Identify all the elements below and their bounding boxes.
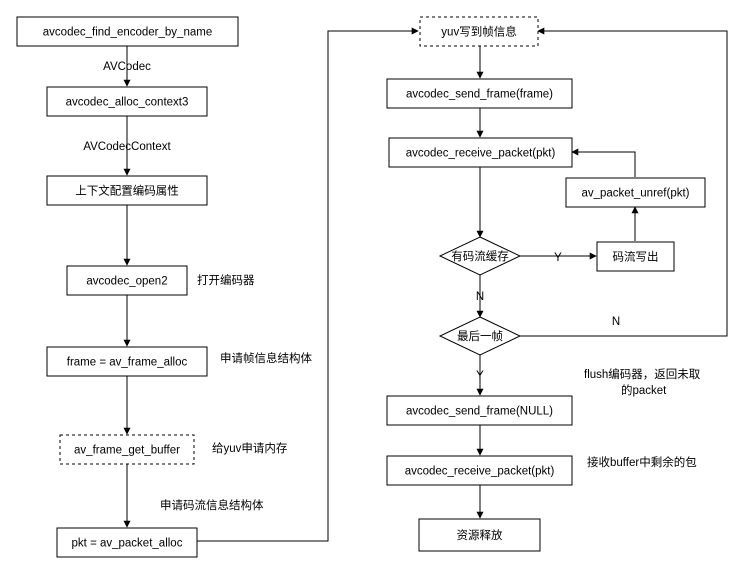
node-open2-label: avcodec_open2 xyxy=(86,276,167,288)
node-send-frame[interactable]: avcodec_send_frame(frame) xyxy=(386,78,573,109)
node-get-buffer[interactable]: av_frame_get_buffer xyxy=(59,434,195,465)
node-get-buffer-label: av_frame_get_buffer xyxy=(74,445,180,457)
node-free[interactable]: 资源释放 xyxy=(418,518,541,552)
node-packet-alloc[interactable]: pkt = av_packet_alloc xyxy=(56,527,198,558)
node-receive-packet-2-label: avcodec_receive_packet(pkt) xyxy=(405,466,555,478)
node-yuv-write-label: yuv写到帧信息 xyxy=(441,25,516,39)
node-frame-alloc[interactable]: frame = av_frame_alloc xyxy=(46,346,208,377)
node-packet-alloc-label: pkt = av_packet_alloc xyxy=(72,538,183,550)
decision-has-stream[interactable]: 有码流缓存 xyxy=(438,236,522,276)
edge-last-to-yuv-loop xyxy=(520,27,728,337)
node-yuv-write[interactable]: yuv写到帧信息 xyxy=(419,16,539,47)
node-find-encoder[interactable]: avcodec_find_encoder_by_name xyxy=(16,16,239,47)
node-frame-alloc-label: frame = av_frame_alloc xyxy=(67,357,188,369)
note-open-encoder: 打开编码器 xyxy=(197,273,255,287)
edge-label-n2: N xyxy=(612,316,620,328)
decision-last-frame-label: 最后一帧 xyxy=(457,329,503,343)
node-write-out-label: 码流写出 xyxy=(613,250,659,264)
note-stream-struct: 申请码流信息结构体 xyxy=(160,498,264,512)
node-send-null[interactable]: avcodec_send_frame(NULL) xyxy=(386,395,573,426)
node-receive-packet-label: avcodec_receive_packet(pkt) xyxy=(406,148,556,160)
node-open2[interactable]: avcodec_open2 xyxy=(66,265,188,296)
node-packet-unref[interactable]: av_packet_unref(pkt) xyxy=(565,177,706,208)
node-config[interactable]: 上下文配置编码属性 xyxy=(46,175,208,206)
note-frame-struct: 申请帧信息结构体 xyxy=(220,351,312,365)
edge-pkt-to-yuv xyxy=(197,27,419,542)
node-config-label: 上下文配置编码属性 xyxy=(75,184,179,198)
node-free-label: 资源释放 xyxy=(457,528,503,542)
node-receive-packet-2[interactable]: avcodec_receive_packet(pkt) xyxy=(386,455,573,486)
note-flush-line2: 的packet xyxy=(621,383,667,397)
edge-label-n1: N xyxy=(476,291,484,303)
edge-label-y2: Y xyxy=(476,370,484,382)
decision-has-stream-label: 有码流缓存 xyxy=(451,249,509,263)
node-packet-unref-label: av_packet_unref(pkt) xyxy=(581,188,689,200)
node-write-out[interactable]: 码流写出 xyxy=(596,241,675,272)
edge-label-y1: Y xyxy=(554,252,562,264)
note-receive-remaining: 接收buffer中剩余的包 xyxy=(587,455,697,469)
note-flush-line1: flush编码器，返回未取 xyxy=(584,367,701,381)
node-send-null-label: avcodec_send_frame(NULL) xyxy=(406,406,553,418)
decision-last-frame[interactable]: 最后一帧 xyxy=(438,316,522,356)
note-yuv-mem: 给yuv申请内存 xyxy=(212,441,287,455)
node-receive-packet[interactable]: avcodec_receive_packet(pkt) xyxy=(388,137,573,168)
edge-label-avcodec: AVCodec xyxy=(103,61,151,73)
node-find-encoder-label: avcodec_find_encoder_by_name xyxy=(43,27,212,39)
edge-label-avcodec-context: AVCodecContext xyxy=(83,141,171,153)
edge-unref-to-receive xyxy=(571,148,636,177)
node-send-frame-label: avcodec_send_frame(frame) xyxy=(406,89,553,101)
node-alloc-context[interactable]: avcodec_alloc_context3 xyxy=(46,86,208,117)
node-alloc-context-label: avcodec_alloc_context3 xyxy=(66,97,189,109)
